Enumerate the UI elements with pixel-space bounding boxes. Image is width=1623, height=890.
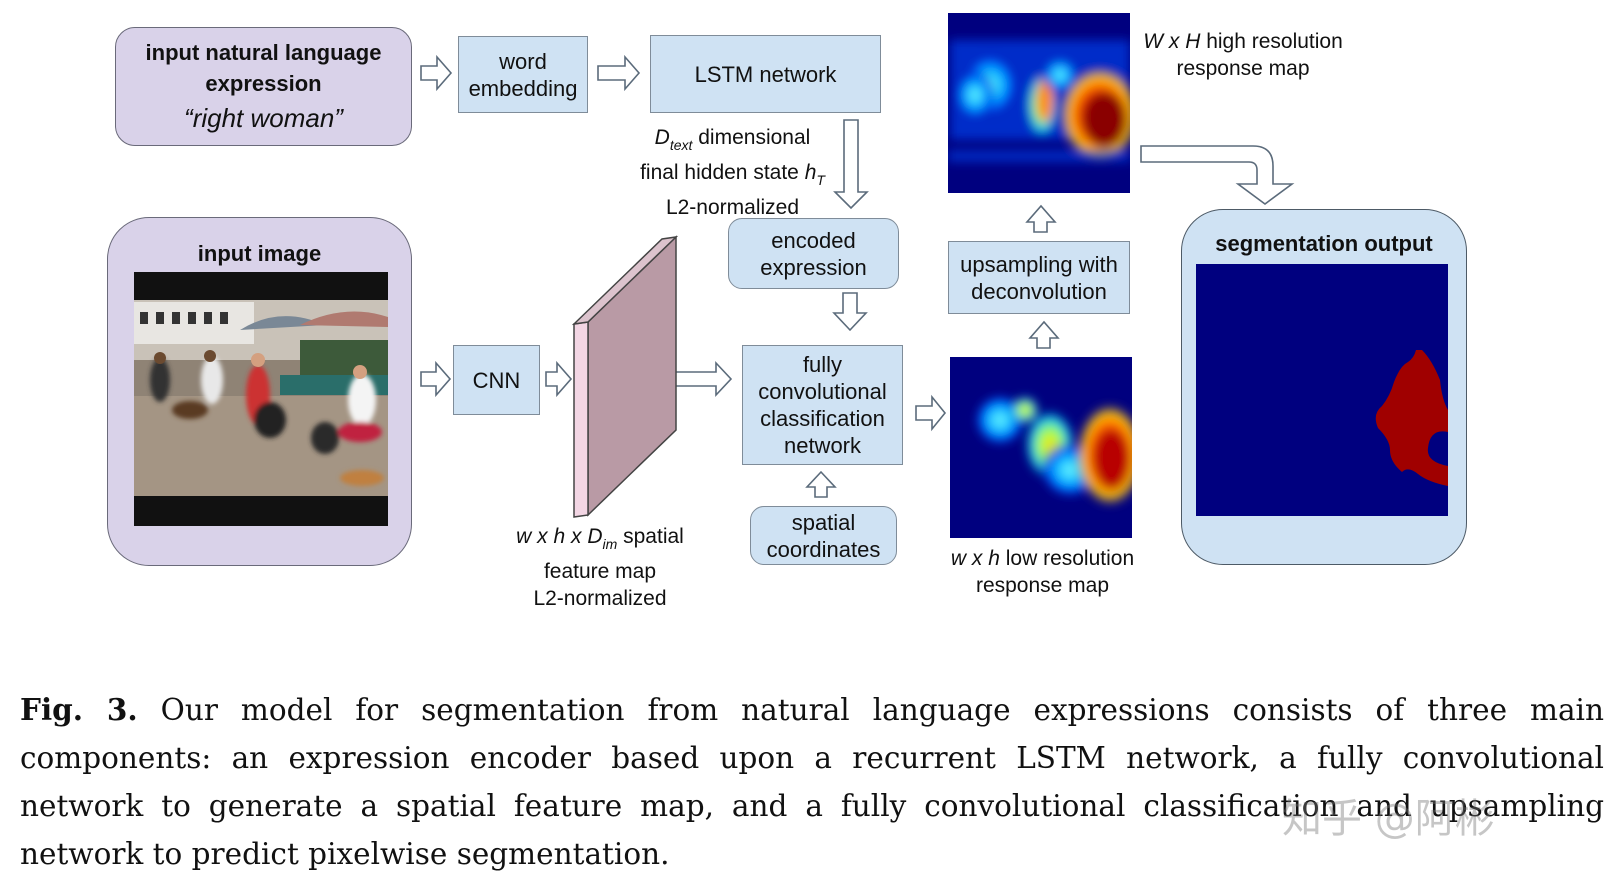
caption-text: Our model for segmentation from natural …	[20, 693, 1604, 871]
fcn-line-1: fully	[802, 352, 843, 377]
arrow-bent-icon	[1140, 145, 1295, 205]
feature-map-label: w x h x Dim spatial feature map L2-norma…	[485, 523, 715, 612]
feature-map-line-2: feature map	[543, 560, 657, 583]
d-symbol: D	[654, 126, 670, 149]
upsampling-line-1: upsampling with	[960, 251, 1118, 277]
high-res-heatmap	[948, 13, 1130, 193]
word-embedding-line-2: embedding	[468, 75, 578, 101]
feature-map-line-1: spatial	[617, 525, 684, 548]
high-res-line-2: response map	[1176, 57, 1310, 80]
hidden-state-label: Dtext dimensional final hidden state hT …	[610, 124, 855, 221]
hidden-state-line-1: dimensional	[692, 126, 811, 149]
lstm-box: LSTM network	[650, 35, 881, 113]
watermark: 知乎 @阿彬	[1282, 796, 1495, 842]
cnn-label: CNN	[472, 367, 521, 393]
arrow-right-icon	[420, 54, 453, 92]
d-subscript: text	[669, 137, 693, 153]
architecture-diagram: input image segmentation output	[107, 13, 1467, 612]
h-subscript: T	[816, 172, 825, 188]
lstm-label: LSTM network	[694, 61, 837, 87]
segmentation-output-frame: segmentation output	[1181, 209, 1467, 565]
high-res-dims: W x H	[1143, 30, 1201, 53]
arrow-right-icon	[420, 360, 452, 398]
input-expression-box: input natural language expression “right…	[115, 27, 412, 146]
low-res-label: w x h low resolution response map	[930, 545, 1155, 599]
h-symbol: h	[804, 161, 817, 184]
arrow-right-icon	[637, 360, 733, 398]
arrow-up-icon	[1028, 320, 1060, 349]
low-res-heatmap	[950, 357, 1132, 538]
feature-map-subscript: im	[602, 536, 618, 552]
caption-fig-label: Fig. 3.	[20, 692, 138, 727]
fcn-line-2: convolutional	[758, 379, 887, 404]
arrow-right-icon	[545, 360, 573, 398]
input-image-title: input image	[197, 241, 322, 266]
high-res-line-1: high resolution	[1200, 30, 1343, 53]
upsampling-box: upsampling with deconvolution	[948, 241, 1130, 314]
spatial-line-1: spatial	[791, 509, 856, 535]
fcn-line-3: classification	[760, 406, 885, 431]
figure-caption: Fig. 3. Our model for segmentation from …	[20, 686, 1604, 878]
low-res-line-2: response map	[975, 574, 1110, 597]
cnn-box: CNN	[453, 345, 540, 415]
encoded-line-1: encoded	[771, 227, 856, 253]
arrow-right-icon	[597, 54, 641, 92]
encoded-line-2: expression	[760, 254, 867, 280]
low-res-line-1: low resolution	[999, 547, 1135, 570]
input-expression-title-1: input natural language	[145, 40, 382, 65]
hidden-state-line-3: L2-normalized	[665, 196, 800, 219]
input-image-frame: input image	[107, 217, 412, 566]
fcn-box: fully convolutional classification netwo…	[742, 345, 903, 465]
feature-map-dims: w x h x D	[516, 525, 603, 548]
arrow-right-icon	[915, 394, 947, 432]
input-expression-quote: “right woman”	[184, 103, 343, 133]
arrow-up-icon	[1025, 204, 1057, 233]
encoded-expression-box: encoded expression	[728, 218, 899, 289]
feature-map-slab	[571, 235, 679, 518]
input-expression-title-2: expression	[205, 71, 322, 96]
spatial-line-2: coordinates	[766, 536, 881, 562]
spatial-coordinates-box: spatial coordinates	[750, 506, 897, 565]
fcn-line-4: network	[783, 433, 862, 458]
low-res-dims: w x h	[950, 547, 1000, 570]
segmentation-title: segmentation output	[1215, 231, 1433, 256]
feature-map-line-3: L2-normalized	[533, 587, 667, 610]
word-embedding-line-1: word	[499, 48, 547, 74]
word-embedding-box: word embedding	[458, 36, 588, 113]
arrow-down-icon	[832, 292, 868, 332]
high-res-label: W x H high resolution response map	[1133, 28, 1353, 82]
arrow-up-icon	[805, 470, 837, 498]
hidden-state-line-2: final hidden state	[640, 161, 805, 184]
upsampling-line-2: deconvolution	[971, 278, 1107, 304]
